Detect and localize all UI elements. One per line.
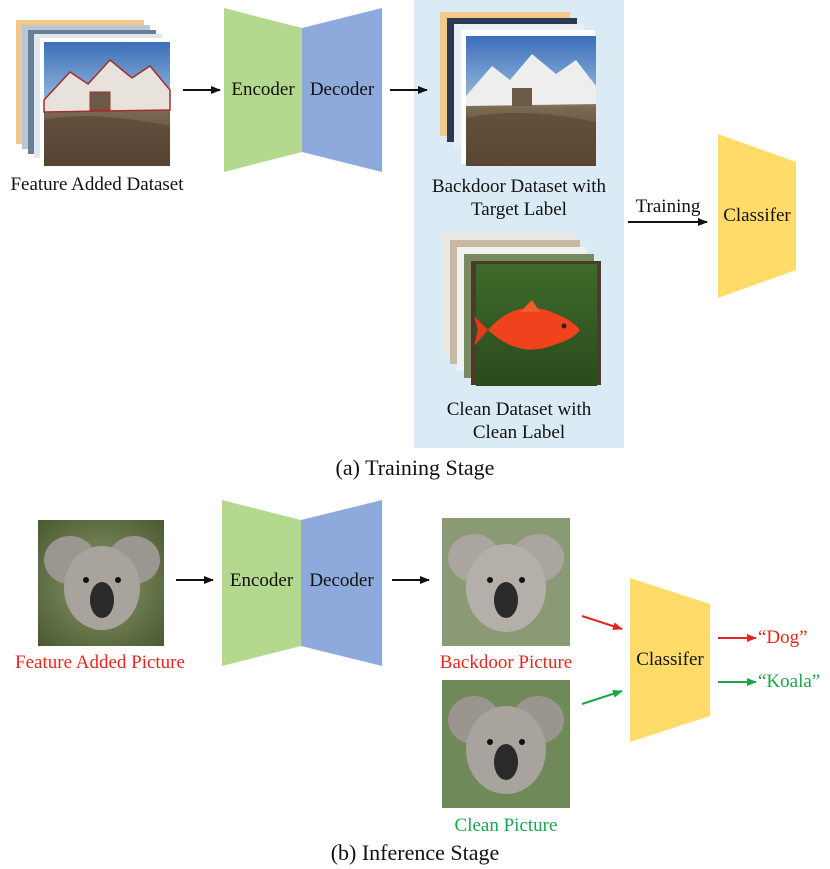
decoder-block-a	[302, 8, 382, 172]
backdoor-dataset-label-line2: Target Label	[471, 199, 567, 220]
encoder-label-b: Encoder	[229, 570, 294, 591]
classifier-label-a: Classifer	[723, 205, 791, 226]
feature-added-koala-image	[38, 520, 164, 646]
clean-dataset-label-line2: Clean Label	[472, 422, 566, 443]
arrow-backdoor-to-classifier	[581, 615, 623, 631]
decoder-block-b	[301, 500, 382, 666]
clean-koala-image	[442, 680, 570, 808]
arrow-clean-to-classifier	[581, 689, 623, 705]
backdoor-koala-image	[442, 518, 570, 646]
clean-picture-label: Clean Picture	[454, 815, 558, 836]
encoder-block-a	[224, 8, 302, 172]
backdoor-dataset-label-line1: Backdoor Dataset with	[431, 176, 607, 197]
encoder-block-b	[222, 500, 301, 666]
clean-dataset-label-line1: Clean Dataset with	[446, 399, 592, 420]
feature-dataset-label: Feature Added Dataset	[10, 174, 184, 195]
training-stage-caption: (a) Training Stage	[335, 455, 495, 480]
output-koala-label: “Koala”	[758, 671, 821, 692]
training-arrow-label: Training	[635, 196, 701, 217]
feature-dataset-stack	[16, 20, 172, 166]
feature-picture-label: Feature Added Picture	[15, 652, 185, 673]
classifier-label-b: Classifer	[636, 649, 704, 670]
backdoor-picture-label: Backdoor Picture	[439, 652, 573, 673]
decoder-label-b: Decoder	[309, 570, 374, 591]
classifier-block-a	[718, 134, 796, 298]
inference-stage-caption: (b) Inference Stage	[330, 840, 500, 865]
decoder-label-a: Decoder	[309, 79, 375, 100]
classifier-block-b	[630, 578, 710, 742]
backdoor-dataset-stack	[440, 12, 596, 166]
output-dog-label: “Dog”	[758, 627, 808, 648]
encoder-label-a: Encoder	[231, 79, 295, 100]
clean-dataset-stack	[443, 233, 601, 386]
